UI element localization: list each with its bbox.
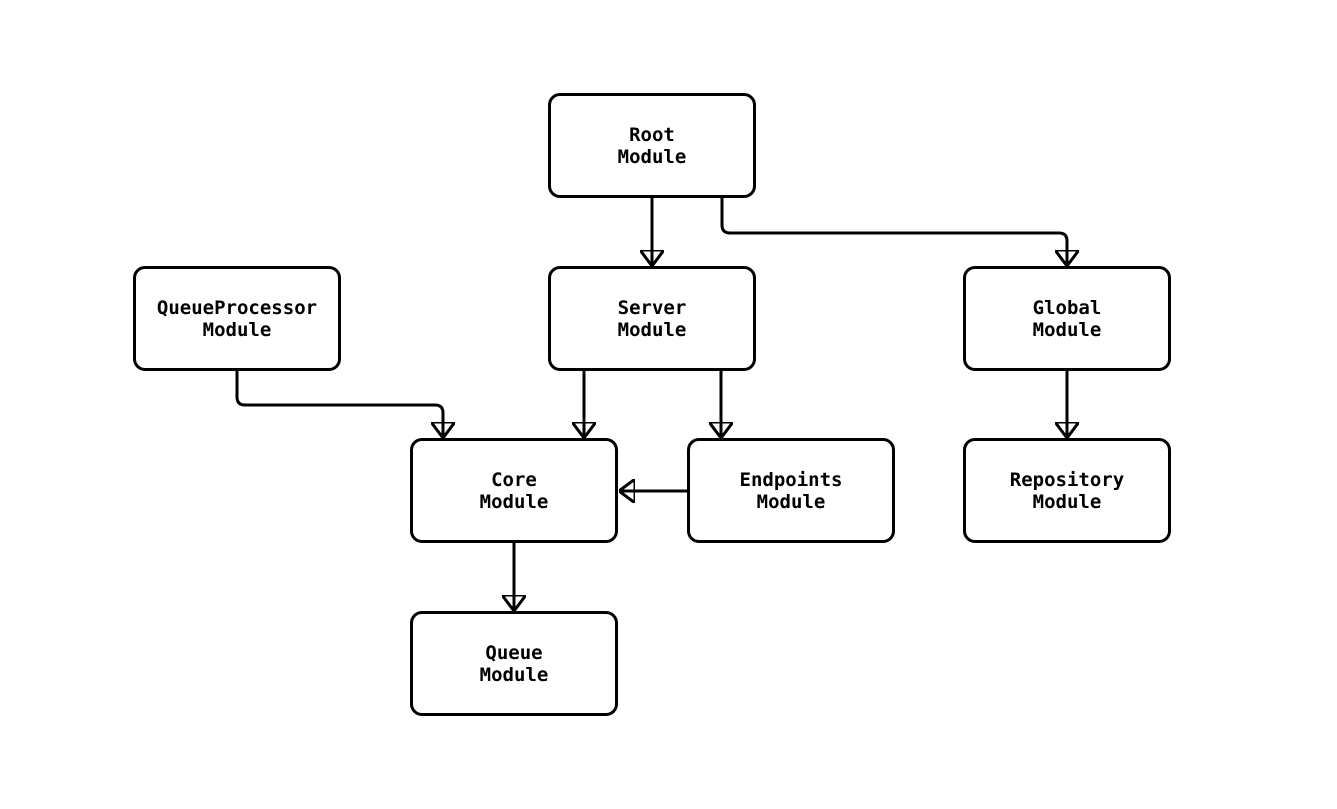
node-queueprocessor-module: QueueProcessor Module [133,266,341,371]
edge-queueprocessor-to-core [235,371,443,436]
node-global-module: Global Module [963,266,1171,371]
node-core-module: Core Module [410,438,618,543]
node-server-module-label: Server Module [617,296,687,341]
node-endpoints-module-label: Endpoints Module [739,468,843,513]
node-global-module-label: Global Module [1032,296,1102,341]
node-queueprocessor-module-label: QueueProcessor Module [156,296,318,341]
node-core-module-label: Core Module [479,468,549,513]
node-server-module: Server Module [548,266,756,371]
node-root-module: Root Module [548,93,756,198]
node-endpoints-module: Endpoints Module [687,438,895,543]
node-queue-module: Queue Module [410,611,618,716]
node-repository-module-label: Repository Module [1009,468,1125,513]
edge-root-to-global [720,198,1067,264]
node-queue-module-label: Queue Module [479,641,549,686]
node-root-module-label: Root Module [617,123,687,168]
node-repository-module: Repository Module [963,438,1171,543]
